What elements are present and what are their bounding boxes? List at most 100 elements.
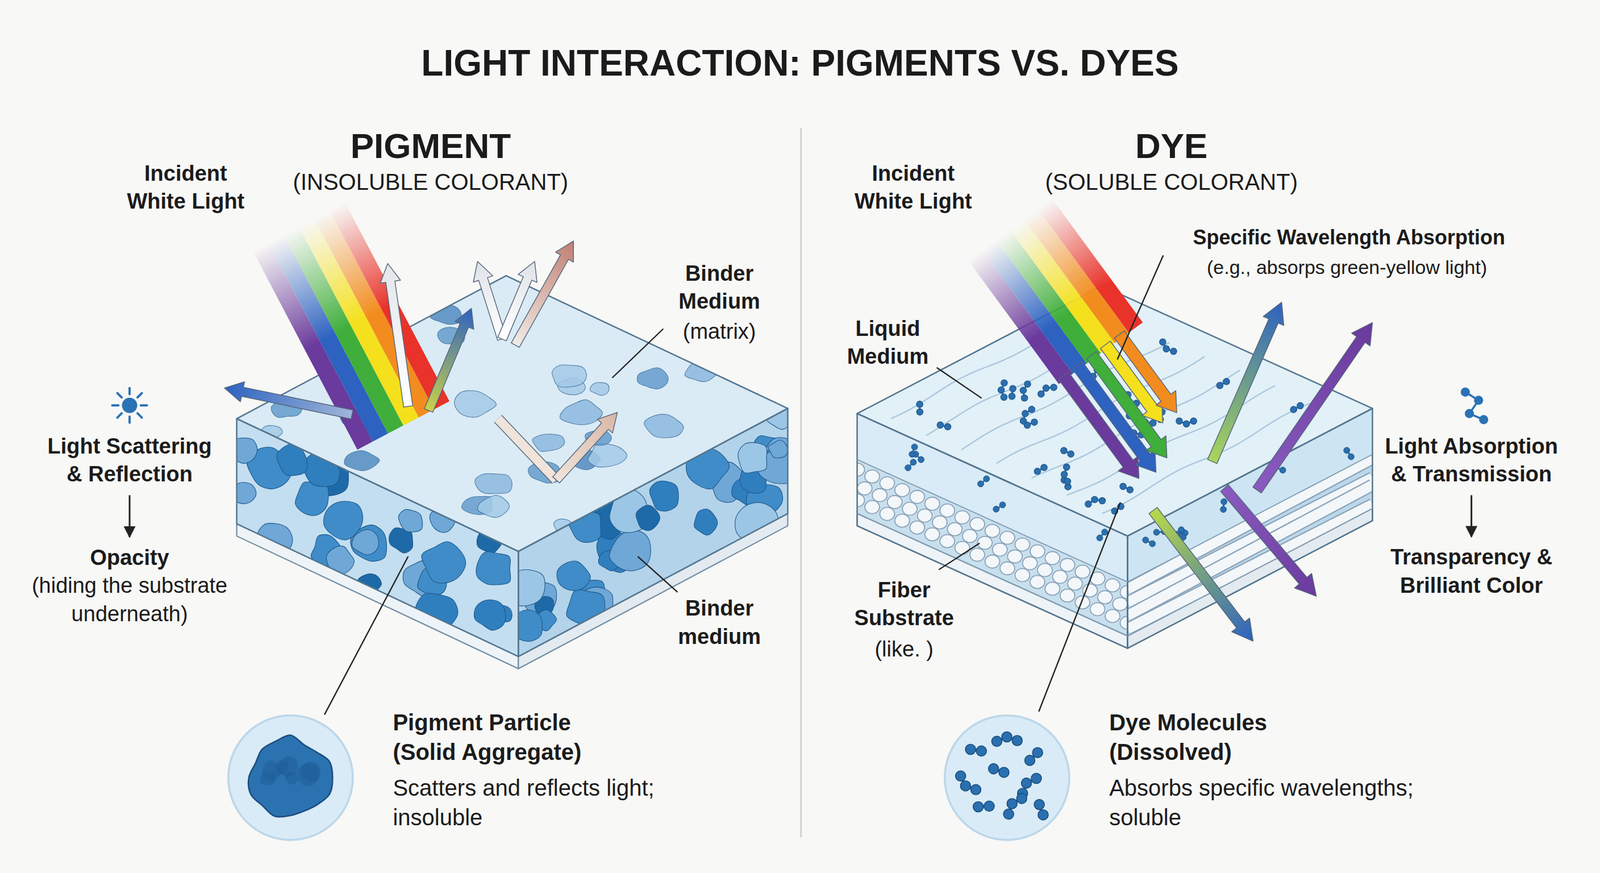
dye-molecule (909, 443, 918, 458)
dye-molecule (1025, 747, 1044, 766)
dye-molecule (997, 379, 1008, 401)
molecule-atom (992, 736, 1003, 747)
molecule-icon (1460, 387, 1489, 425)
molecule-atom (1006, 798, 1018, 809)
aggregate-texture (275, 760, 289, 774)
sun-ray (128, 416, 131, 423)
fiber-strand (1127, 484, 1373, 616)
molecule-bond (1465, 392, 1484, 420)
pigment-particle (738, 442, 768, 474)
dye-molecule (993, 501, 1006, 512)
molecule-atom (1460, 387, 1470, 397)
fiber-strand (1127, 484, 1373, 616)
fiber-end (985, 555, 1000, 569)
molecule-atom (1216, 382, 1223, 389)
molecule-atom (1182, 420, 1190, 427)
molecule-atom (909, 451, 916, 458)
diagram-title: LIGHT INTERACTION: PIGMENTS VS. DYES (0, 39, 1600, 87)
inset-description: Scatters and reflects light; insoluble (392, 772, 711, 832)
molecule-atom (1024, 380, 1031, 387)
dye-molecule (1034, 464, 1048, 475)
fiber-end (864, 469, 880, 483)
inset-graphic (227, 714, 354, 841)
result-note: (hiding the substrate underneath) (23, 571, 236, 628)
molecule-atom (977, 480, 985, 487)
molecule-atom (1038, 390, 1045, 397)
molecule-atom (1008, 392, 1015, 399)
fiber-end (1044, 551, 1060, 565)
scattered-ray (552, 412, 618, 483)
molecule-atom (916, 401, 923, 408)
dye-molecule (1159, 338, 1178, 355)
dye-molecule (992, 731, 1023, 747)
fiber-end (864, 500, 880, 514)
text-node: Opacity(hiding the substrate underneath) (21, 541, 238, 631)
molecule-atom (993, 505, 1000, 512)
molecule-atom (1028, 406, 1035, 413)
dye-molecule (916, 401, 924, 416)
material-note: (matrix) (682, 317, 757, 346)
dye-molecule (1008, 385, 1016, 400)
pigment-particle (635, 505, 660, 531)
molecule-atom (1149, 540, 1156, 547)
molecule-atom (976, 746, 987, 757)
molecule-atom (911, 443, 918, 450)
fiber-end (894, 514, 910, 528)
pigment-particle (231, 482, 257, 504)
molecule-atom (1279, 467, 1286, 474)
scattered-ray (380, 263, 413, 408)
process-label: Light Scattering & Reflection (42, 432, 218, 489)
fiber-end (872, 488, 887, 502)
transmitted-ray (1220, 484, 1316, 597)
fiber-end (947, 522, 963, 536)
fiber-end (917, 509, 933, 523)
fiber-end (1007, 550, 1023, 564)
dye-molecule (1019, 406, 1035, 425)
fiber-end (932, 515, 948, 529)
molecule-atom (1297, 402, 1304, 409)
dye-molecule (1085, 496, 1106, 507)
fiber-end (1052, 569, 1068, 583)
transmitted-ray (1252, 322, 1373, 494)
scattered-ray (224, 381, 353, 420)
fiber-end (1000, 531, 1015, 545)
flow-arrow (128, 494, 131, 537)
fiber-end (1014, 568, 1030, 582)
sun-ray (112, 403, 119, 407)
fiber-end (1022, 556, 1038, 570)
pigment-particle (398, 509, 423, 532)
material-label: Binder medium (662, 594, 777, 651)
fiber-end (1044, 581, 1060, 595)
molecule-atom (1126, 486, 1133, 493)
fiber-end (834, 486, 850, 500)
inset-disc (944, 715, 1070, 840)
dye-molecule (1290, 402, 1304, 413)
molecule-atom (1153, 528, 1160, 536)
molecule-atom (1060, 471, 1068, 478)
molecule-atom (1142, 536, 1149, 544)
dye-molecule (1216, 378, 1230, 389)
pigment-particle (511, 609, 543, 641)
fiber-end (909, 521, 925, 535)
light-label: Incident White Light (844, 159, 982, 216)
molecule-atom (1170, 347, 1177, 354)
molecule-atom (905, 464, 912, 472)
text-node: Light Absorption & Transmission (1377, 430, 1566, 491)
fiber-end (1105, 609, 1120, 623)
text-node: Light Scattering & Reflection (39, 430, 220, 491)
pigment-particle (295, 481, 329, 516)
molecule-atom (1021, 777, 1032, 789)
molecule-atom (1176, 417, 1183, 424)
dye-molecule (1060, 476, 1072, 490)
leader-line (324, 556, 408, 715)
molecule-atom (1000, 393, 1007, 400)
molecule-atom (1190, 417, 1197, 424)
molecule-atom (910, 459, 917, 466)
fiber-end (962, 529, 978, 543)
molecule-atom (1221, 498, 1228, 505)
molecule-atom (1085, 500, 1092, 507)
light-band (314, 210, 435, 418)
molecule-atom (1001, 379, 1008, 386)
fiber-end (925, 527, 940, 541)
